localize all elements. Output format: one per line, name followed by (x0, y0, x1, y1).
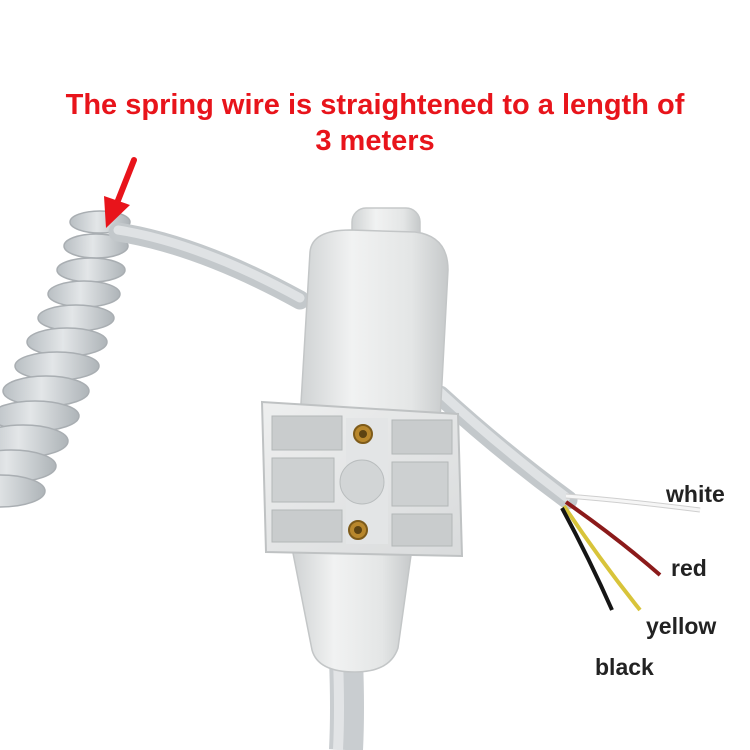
bottom-cable (329, 659, 364, 750)
spring-coil-cable (0, 210, 131, 508)
wire-label-red: red (671, 555, 707, 581)
wire-label-black: black (595, 654, 654, 680)
headline-line-1: The spring wire is straightened to a len… (65, 89, 685, 121)
straight-cable-upper (108, 222, 310, 310)
wire-red (564, 500, 662, 577)
red-arrow-icon (104, 157, 137, 228)
wire-label-yellow: yellow (646, 613, 717, 639)
wire-yellow (562, 504, 642, 612)
stripped-wires (560, 493, 701, 612)
wire-black (560, 507, 614, 611)
headline-line-2: 3 meters (315, 125, 435, 157)
switch-housing (291, 207, 449, 673)
wire-label-white: white (666, 481, 725, 507)
mounting-bracket (260, 400, 464, 558)
